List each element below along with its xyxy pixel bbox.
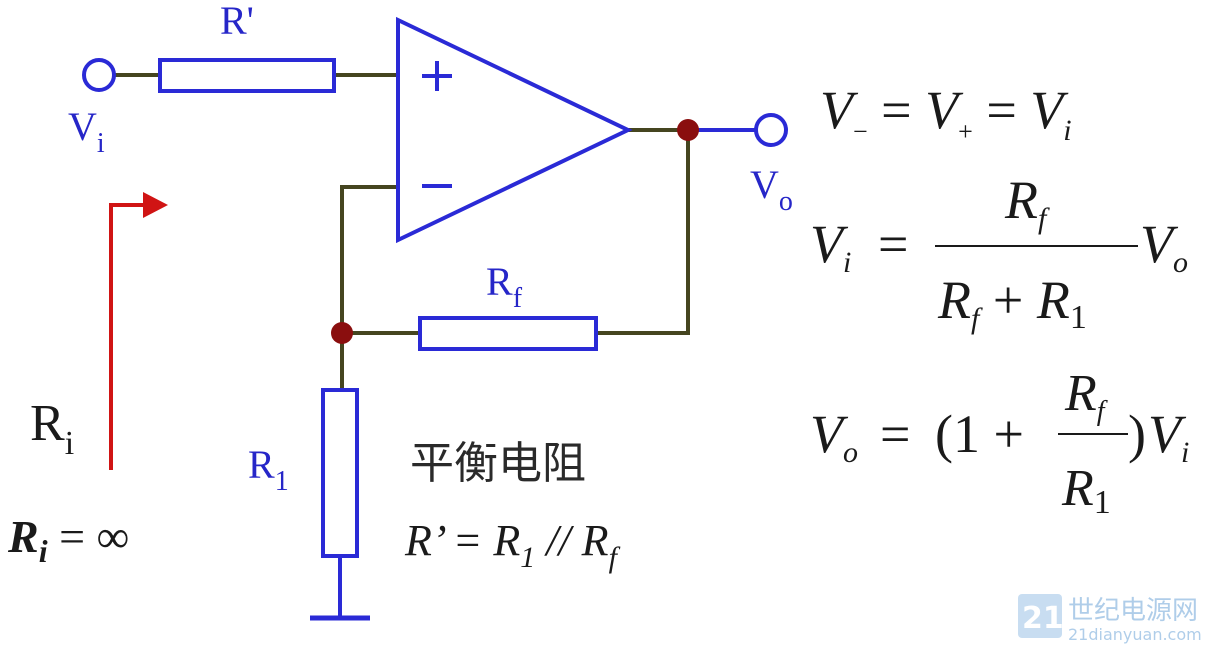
watermark: 21 世纪电源网 21dianyuan.com xyxy=(1018,594,1202,644)
vo-terminal xyxy=(754,113,788,147)
vo-label: Vo xyxy=(750,162,793,217)
svg-text:=: = xyxy=(878,214,908,274)
watermark-logo-text: 21 xyxy=(1022,601,1064,636)
svg-text:R1: R1 xyxy=(1061,460,1111,521)
opamp-triangle xyxy=(396,16,633,244)
svg-text:Rf + R1: Rf + R1 xyxy=(937,270,1087,336)
svg-text:Vi: Vi xyxy=(810,214,851,279)
feedback-node xyxy=(331,322,353,344)
balance-resistor-formula: R’ = R1 // Rf xyxy=(404,516,621,574)
wire-minus-to-node xyxy=(340,185,398,333)
output-node xyxy=(677,119,699,141)
rf-label: Rf xyxy=(486,259,523,314)
r-prime-resistor xyxy=(158,58,336,93)
vi-terminal xyxy=(82,58,116,92)
wire-rf-to-output xyxy=(596,130,690,335)
r-prime-label: R' xyxy=(220,0,254,43)
watermark-logo-icon xyxy=(1018,594,1062,638)
balance-resistor-title: 平衡电阻 xyxy=(410,438,586,489)
components xyxy=(82,16,788,621)
watermark-url: 21dianyuan.com xyxy=(1068,625,1202,644)
svg-text:): ) xyxy=(1128,404,1146,464)
svg-text:Rf: Rf xyxy=(1064,365,1108,427)
equation-voltage-divider: Vi = Rf Rf + R1 Vo xyxy=(810,170,1188,336)
vi-label: Vi xyxy=(68,104,105,159)
equation-gain: Vo = (1 + Rf R1 ) Vi xyxy=(810,365,1189,521)
svg-text:Vo: Vo xyxy=(810,404,858,469)
svg-text:Vo: Vo xyxy=(1140,214,1188,279)
wires xyxy=(114,73,690,390)
rf-resistor xyxy=(418,316,598,351)
r1-resistor xyxy=(321,388,359,558)
ri-label: Ri xyxy=(30,395,74,462)
ri-infinity-equation: Ri = ∞ xyxy=(7,511,129,569)
input-resistance-arrow-icon xyxy=(109,192,168,470)
svg-text:Vi: Vi xyxy=(1148,404,1189,469)
svg-text:=: = xyxy=(880,404,910,464)
watermark-name: 世纪电源网 xyxy=(1068,596,1198,626)
r1-label: R1 xyxy=(248,442,289,497)
svg-text:Rf: Rf xyxy=(1004,170,1050,235)
svg-text:(1 +: (1 + xyxy=(935,404,1024,464)
equation-virtual-short: V− = V+ = Vi xyxy=(820,80,1072,147)
